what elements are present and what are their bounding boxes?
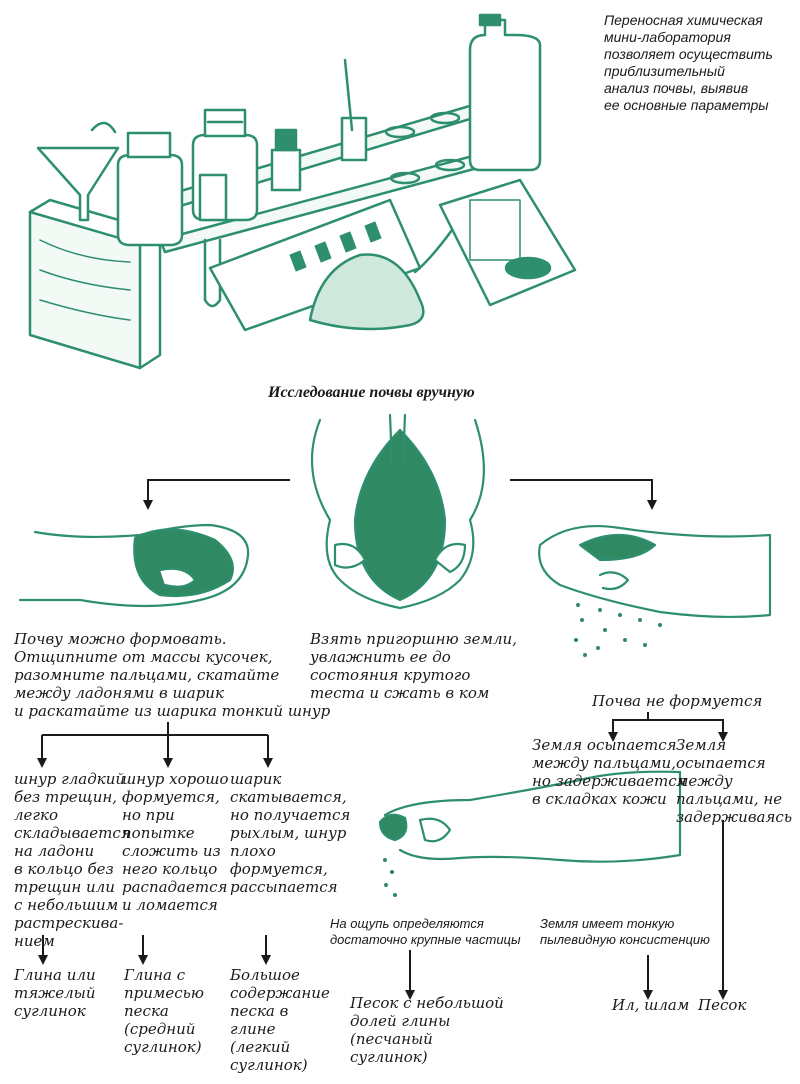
text-line: суглинок) <box>230 1056 308 1074</box>
text-line: распадается <box>122 878 228 896</box>
text-line: легко <box>14 806 58 824</box>
result-sandy-loam: Песок с небольшой долей глины (песчаный … <box>350 994 530 1066</box>
feel-fine: Земля имеет тонкую пылевидную консистенц… <box>540 916 740 948</box>
text-line: без трещин, <box>14 788 118 806</box>
text-line: в складках кожи <box>532 790 667 808</box>
center-description: Взять пригоршню земли, увлажнить ее до с… <box>310 630 517 702</box>
text-line: формуется, <box>122 788 220 806</box>
left-description: Почву можно формовать. Отщипните от масс… <box>14 630 331 720</box>
text-line: содержание <box>230 984 330 1002</box>
text-line: плохо <box>230 842 276 860</box>
text-line: складывается <box>14 824 131 842</box>
crumble-b: Земля осыпается между пальцами, не задер… <box>676 736 796 826</box>
crumble-a: Земля осыпается между пальцами, но задер… <box>532 736 687 808</box>
text-line: Земля <box>676 736 727 754</box>
text-line: в кольцо без <box>14 860 114 878</box>
text-line: между ладонями в шарик <box>14 684 224 702</box>
branch-left: шнур гладкий без трещин, легко складывае… <box>14 770 132 950</box>
text-line: сложить из <box>122 842 221 860</box>
text-line: рассыпается <box>230 878 338 896</box>
lab-caption-line: ее основные параметры <box>604 97 769 113</box>
text-line: песка <box>124 1002 169 1020</box>
result-right: Большое содержание песка в глине (легкий… <box>230 966 340 1074</box>
text-line: Земля имеет тонкую <box>540 916 675 931</box>
text-line: растрескива- <box>14 914 124 932</box>
text-line: трещин или <box>14 878 115 896</box>
lab-caption-line: мини-лаборатория <box>604 29 731 45</box>
text-line: тяжелый <box>14 984 96 1002</box>
lab-caption-line: позволяет осуществить <box>604 46 773 62</box>
text-line: но при <box>122 806 175 824</box>
text-line: Глина с <box>124 966 186 984</box>
text-line: шарик <box>230 770 282 788</box>
text-line: формуется, <box>230 860 328 878</box>
text-line: Отщипните от массы кусочек, <box>14 648 273 666</box>
text-line: песка в <box>230 1002 289 1020</box>
text-line: но получается <box>230 806 351 824</box>
text-line: осыпается <box>676 754 766 772</box>
branch-mid: шнур хорошо формуется, но при попытке сл… <box>122 770 242 914</box>
text-line: между пальцами, <box>532 754 676 772</box>
text-line: глине <box>230 1020 276 1038</box>
text-line: примесью <box>124 984 205 1002</box>
text-line: Почву можно формовать. <box>14 630 227 648</box>
text-line: шнур гладкий <box>14 770 126 788</box>
result-left: Глина или тяжелый суглинок <box>14 966 124 1020</box>
text-line: достаточно крупные частицы <box>330 932 521 947</box>
text-line: пылевидную консистенцию <box>540 932 710 947</box>
text-line: нием <box>14 932 55 950</box>
lab-caption: Переносная химическая мини-лаборатория п… <box>604 12 794 114</box>
text-line: суглинок) <box>124 1038 202 1056</box>
text-line: суглинок <box>14 1002 86 1020</box>
text-line: попытке <box>122 824 195 842</box>
feel-coarse: На ощупь определяются достаточно крупные… <box>330 916 540 948</box>
text-line: Глина или <box>14 966 96 984</box>
text-line: пальцами, не <box>676 790 783 808</box>
text-line: На ощупь определяются <box>330 916 484 931</box>
text-line: суглинок) <box>350 1048 428 1066</box>
result-mid: Глина с примесью песка (средний суглинок… <box>124 966 234 1056</box>
text-line: разомните пальцами, скатайте <box>14 666 280 684</box>
text-line: шнур хорошо <box>122 770 229 788</box>
text-line: но задерживается <box>532 772 687 790</box>
text-line: Большое <box>230 966 300 984</box>
lab-caption-line: приблизительный <box>604 63 725 79</box>
text-line: Земля осыпается <box>532 736 677 754</box>
lab-caption-line: Переносная химическая <box>604 12 763 28</box>
text-line: (легкий <box>230 1038 291 1056</box>
text-line: увлажнить ее до <box>310 648 451 666</box>
text-line: задерживаясь <box>676 808 792 826</box>
right-description: Почва не формуется <box>592 692 763 710</box>
text-line: рыхлым, шнур <box>230 824 347 842</box>
result-silt: Ил, шлам <box>612 996 690 1014</box>
text-line: теста и сжать в ком <box>310 684 490 702</box>
text-line: на ладони <box>14 842 95 860</box>
text-line: и ломается <box>122 896 218 914</box>
text-line: него кольцо <box>122 860 218 878</box>
text-line: Взять пригоршню земли, <box>310 630 517 648</box>
text-line: (средний <box>124 1020 196 1038</box>
result-sand: Песок <box>698 996 747 1014</box>
lab-caption-line: анализ почвы, выявив <box>604 80 749 96</box>
text-line: и раскатайте из шарика тонкий шнур <box>14 702 331 720</box>
page-title: Исследование почвы вручную <box>268 384 475 401</box>
text-line: Песок с небольшой <box>350 994 504 1012</box>
text-line: с небольшим <box>14 896 119 914</box>
text-line: состояния крутого <box>310 666 471 684</box>
text-line: между <box>676 772 733 790</box>
branch-right: шарик скатывается, но получается рыхлым,… <box>230 770 350 896</box>
text-line: долей глины <box>350 1012 451 1030</box>
text-line: (песчаный <box>350 1030 433 1048</box>
text-line: скатывается, <box>230 788 347 806</box>
